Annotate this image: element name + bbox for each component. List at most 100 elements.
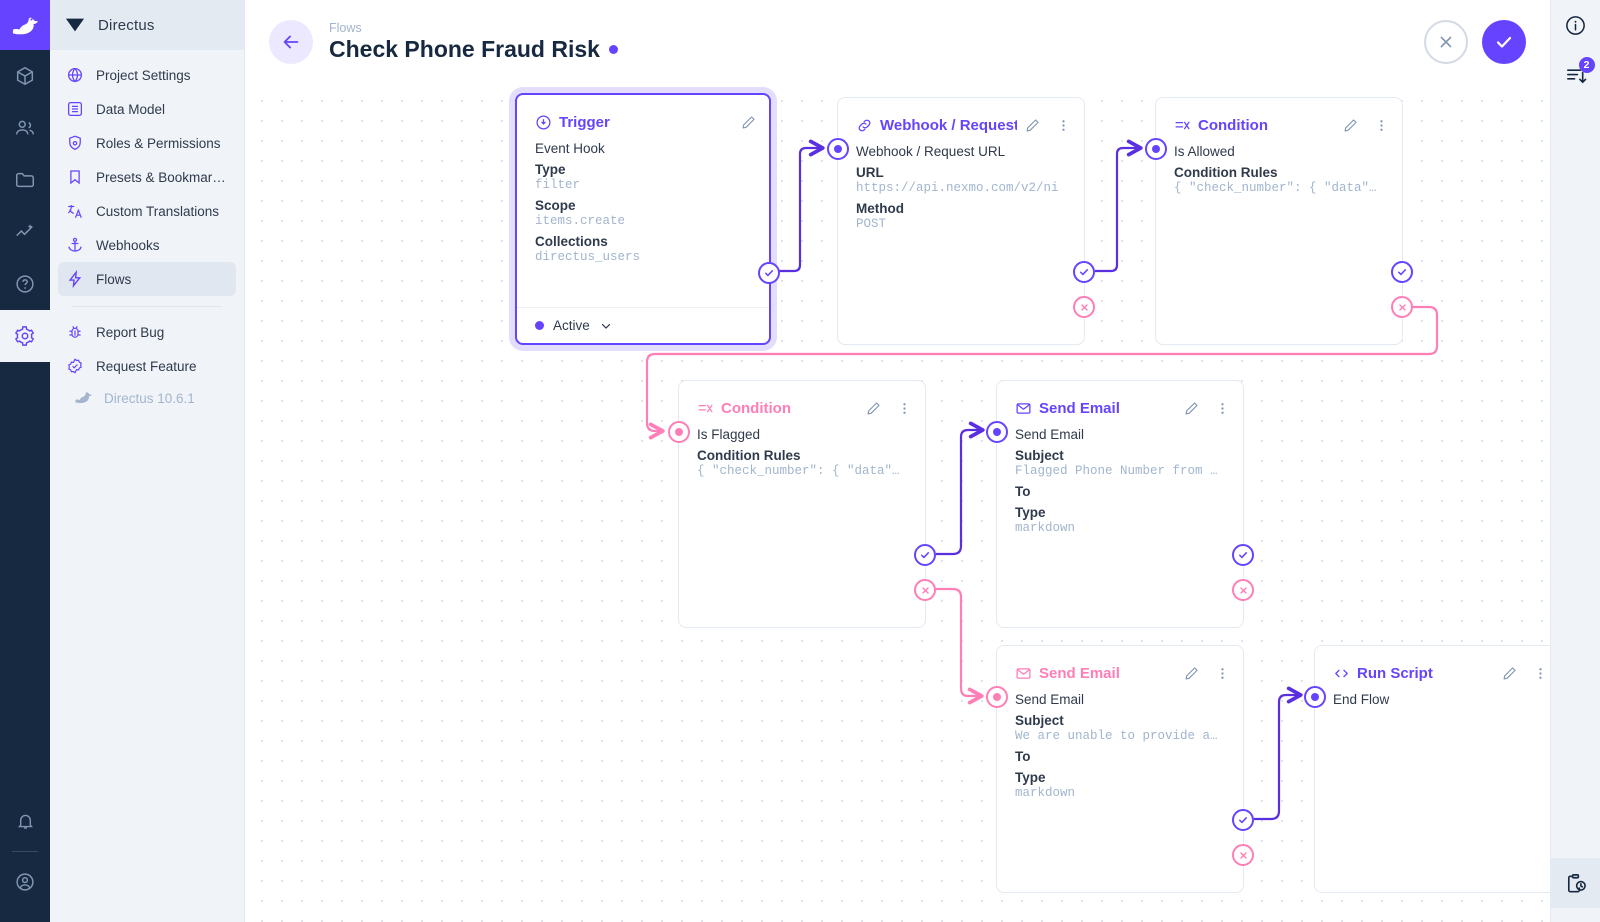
flow-node-condition-is-flagged[interactable]: Condition Is Flagged Condition Rules { "… (668, 380, 936, 628)
directus-logo[interactable] (0, 0, 50, 50)
port-input[interactable] (827, 138, 849, 160)
edit-pencil-icon[interactable] (1183, 665, 1200, 682)
field-label: Method (856, 201, 904, 216)
port-resolve[interactable] (1073, 261, 1095, 283)
bookmark-icon (66, 168, 84, 186)
port-resolve[interactable] (914, 544, 936, 566)
node-type-label: Condition (1198, 116, 1268, 134)
node-name: Send Email (1015, 692, 1085, 707)
node-type-label: Trigger (559, 113, 610, 131)
folder-icon (16, 172, 34, 188)
kebab-menu-icon[interactable] (1373, 117, 1390, 134)
port-reject[interactable] (914, 579, 936, 601)
node-header: Send Email (997, 646, 1243, 690)
edit-pencil-icon[interactable] (1501, 665, 1518, 682)
sidebar-item-custom-translations[interactable]: Custom Translations (58, 194, 236, 228)
sidebar-item-roles-permissions[interactable]: Roles & Permissions (58, 126, 236, 160)
port-resolve[interactable] (1232, 809, 1254, 831)
module-user-directory[interactable] (0, 102, 50, 154)
breadcrumb[interactable]: Flows (329, 21, 362, 35)
node-name: End Flow (1333, 692, 1390, 707)
module-content[interactable] (0, 50, 50, 102)
node-type-label: Webhook / Request U (880, 116, 1017, 134)
node-body: Is Flagged Condition Rules { "check_numb… (679, 425, 925, 488)
back-button[interactable] (269, 20, 313, 64)
flow-node-run-script[interactable]: Run Script End Flow (1304, 645, 1550, 893)
logs-badge: 2 (1578, 57, 1595, 73)
port-resolve[interactable] (758, 262, 780, 284)
module-bar (0, 0, 50, 922)
flow-status-dropdown[interactable]: Active (517, 307, 769, 343)
flow-canvas[interactable]: Flows Check Phone Fraud Risk (245, 0, 1550, 922)
arrow-left-icon (283, 35, 299, 49)
field-label: Type (1015, 770, 1046, 785)
cancel-button[interactable] (1424, 20, 1468, 64)
close-icon (1239, 586, 1247, 594)
list-box-icon (66, 100, 84, 118)
port-input[interactable] (1304, 686, 1326, 708)
rabbit-logo-icon (12, 17, 38, 35)
module-bottom-group (0, 795, 50, 922)
kebab-menu-icon[interactable] (1532, 665, 1549, 682)
kebab-menu-icon[interactable] (1214, 665, 1231, 682)
node-type-label: Condition (721, 399, 791, 417)
port-reject[interactable] (1232, 579, 1254, 601)
field-value: filter (535, 178, 581, 192)
flow-node-webhook[interactable]: Webhook / Request U Webhook / Request UR… (827, 97, 1095, 345)
edit-pencil-icon[interactable] (1024, 117, 1041, 134)
port-input[interactable] (1145, 138, 1167, 160)
module-notifications[interactable] (0, 795, 50, 847)
bell-icon (17, 814, 33, 829)
activity-log-button[interactable] (1550, 858, 1600, 908)
flow-node-trigger[interactable]: Trigger Event Hook Type filter Scope ite… (515, 93, 780, 345)
sidebar-item-flows[interactable]: Flows (58, 262, 236, 296)
field-label: To (1015, 749, 1031, 764)
module-file-library[interactable] (0, 154, 50, 206)
status-badge (608, 45, 618, 54)
edit-pencil-icon[interactable] (865, 400, 882, 417)
module-user-account[interactable] (0, 856, 50, 908)
port-reject[interactable] (1073, 296, 1095, 318)
node-header: Send Email (997, 381, 1243, 425)
port-resolve[interactable] (1232, 544, 1254, 566)
project-header[interactable]: Directus (50, 0, 244, 50)
sidebar-item-project-settings[interactable]: Project Settings (58, 58, 236, 92)
sidebar-item-presets-bookmarks[interactable]: Presets & Bookmar… (58, 160, 236, 194)
flow-node-send-email-flagged[interactable]: Send Email Send Email Subject Flagged Ph… (986, 380, 1254, 628)
module-settings[interactable] (0, 310, 50, 362)
kebab-menu-icon[interactable] (896, 400, 913, 417)
port-input[interactable] (986, 686, 1008, 708)
node-name: Event Hook (535, 141, 605, 156)
bug-icon (66, 323, 84, 341)
save-button[interactable] (1482, 20, 1526, 64)
kebab-menu-icon[interactable] (1214, 400, 1231, 417)
info-icon (1566, 15, 1585, 35)
users-icon (16, 120, 34, 135)
settings-sidebar: Directus Project Settings Data Model (50, 0, 245, 922)
edit-pencil-icon[interactable] (740, 114, 757, 131)
flow-node-send-email-unable[interactable]: Send Email Send Email Subject We are una… (986, 645, 1254, 893)
node-body: End Flow (1315, 690, 1550, 720)
module-insights[interactable] (0, 206, 50, 258)
node-name: Is Allowed (1174, 144, 1235, 159)
module-help[interactable] (0, 258, 50, 310)
field-label: Type (1015, 505, 1046, 520)
rabbit-icon (74, 389, 92, 408)
flow-node-condition-is-allowed[interactable]: Condition Is Allowed Condition Rules { "… (1145, 97, 1413, 345)
edit-pencil-icon[interactable] (1342, 117, 1359, 134)
flow-logs-button[interactable]: 2 (1551, 50, 1600, 100)
sidebar-item-data-model[interactable]: Data Model (58, 92, 236, 126)
sidebar-item-webhooks[interactable]: Webhooks (58, 228, 236, 262)
condition-icon (697, 400, 714, 417)
sidebar-item-request-feature[interactable]: Request Feature (58, 349, 236, 383)
port-resolve[interactable] (1391, 261, 1413, 283)
port-input[interactable] (668, 421, 690, 443)
node-header: Trigger (517, 95, 769, 139)
port-reject[interactable] (1232, 844, 1254, 866)
sidebar-item-report-bug[interactable]: Report Bug (58, 315, 236, 349)
port-input[interactable] (986, 421, 1008, 443)
port-reject[interactable] (1391, 296, 1413, 318)
kebab-menu-icon[interactable] (1055, 117, 1072, 134)
flow-info-button[interactable] (1551, 0, 1600, 50)
edit-pencil-icon[interactable] (1183, 400, 1200, 417)
